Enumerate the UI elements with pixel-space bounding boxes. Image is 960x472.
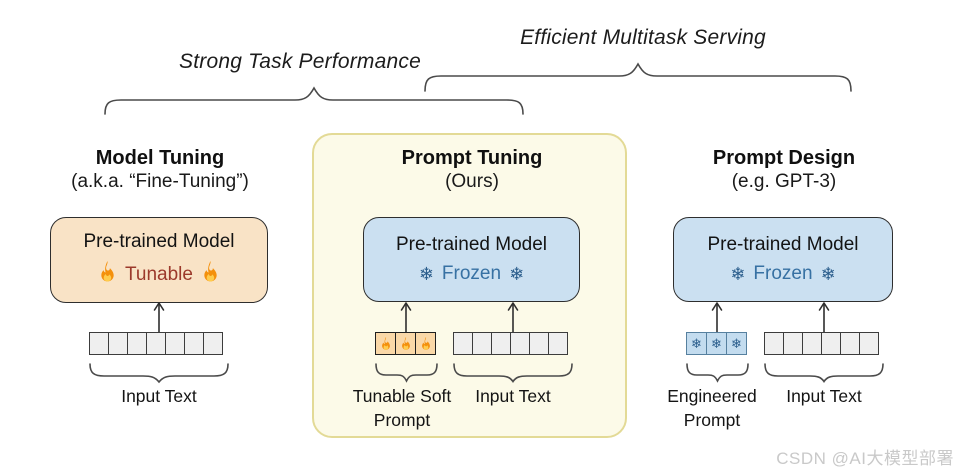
input-text-label-right: Input Text <box>786 386 862 406</box>
prompt-design-subtitle: (e.g. GPT-3) <box>731 171 837 192</box>
tunable-soft-prompt-cells <box>375 332 436 355</box>
tunable-label: Tunable <box>125 263 193 285</box>
arrow-input-to-model-left <box>153 302 165 334</box>
input-text-brace-right <box>764 363 884 383</box>
engineered-prompt-cell: ❄ <box>706 332 727 355</box>
tunable-soft-prompt-label-line1: Tunable Soft <box>352 386 452 406</box>
input-token-cell <box>859 332 879 355</box>
flame-icon <box>381 336 390 350</box>
frozen-label: Frozen <box>441 263 502 284</box>
soft-prompt-brace <box>375 363 438 383</box>
engineered-prompt-brace <box>686 363 749 383</box>
snowflake-icon: ❄ <box>730 263 746 284</box>
input-token-row-middle <box>453 332 568 355</box>
efficient-serving-brace <box>424 62 852 92</box>
pretrained-model-label: Pre-trained Model <box>707 234 859 255</box>
input-token-cell <box>510 332 530 355</box>
flame-icon <box>98 260 117 289</box>
input-token-cell <box>821 332 841 355</box>
prompt-design-title: Prompt Design <box>712 147 856 169</box>
input-token-cell <box>146 332 166 355</box>
input-token-cell <box>165 332 185 355</box>
prompt-tuning-title: Prompt Tuning <box>401 147 543 169</box>
pretrained-model-label: Pre-trained Model <box>83 231 235 252</box>
soft-prompt-cell <box>375 332 396 355</box>
tunable-soft-prompt-label-line2: Prompt <box>373 409 431 430</box>
flame-icon <box>421 336 430 350</box>
input-token-cell <box>472 332 492 355</box>
input-token-cell <box>203 332 223 355</box>
soft-prompt-cell <box>415 332 436 355</box>
input-token-cell <box>89 332 109 355</box>
input-token-cell <box>453 332 473 355</box>
frozen-row: ❄ Frozen ❄ <box>730 263 835 285</box>
prompt-tuning-header: Prompt Tuning (Ours) <box>347 146 597 194</box>
flame-icon <box>401 336 410 350</box>
model-tuning-subtitle: (a.k.a. “Fine-Tuning”) <box>71 171 249 192</box>
arrow-engineered-to-model <box>711 302 723 334</box>
engineered-prompt-label-line2: Prompt <box>683 409 741 430</box>
input-text-label-left: Input Text <box>121 386 197 406</box>
snowflake-icon: ❄ <box>509 263 525 284</box>
prompt-tuning-subtitle: (Ours) <box>445 171 499 192</box>
input-text-brace-left <box>89 363 229 384</box>
frozen-row: ❄ Frozen ❄ <box>419 263 524 285</box>
frozen-label: Frozen <box>753 263 813 284</box>
engineered-prompt-cell: ❄ <box>686 332 707 355</box>
strong-task-performance-label: Strong Task Performance <box>179 50 421 73</box>
snowflake-icon: ❄ <box>418 263 434 284</box>
snowflake-icon: ❄ <box>711 336 722 351</box>
model-tuning-pretrained-box: Pre-trained Model Tunable <box>50 217 268 303</box>
snowflake-icon: ❄ <box>731 336 742 351</box>
prompt-design-header: Prompt Design (e.g. GPT-3) <box>659 146 909 194</box>
input-token-cell <box>802 332 822 355</box>
input-token-cell <box>783 332 803 355</box>
engineered-prompt-cells: ❄ ❄ ❄ <box>686 332 747 355</box>
input-token-cell <box>548 332 568 355</box>
input-token-cell <box>127 332 147 355</box>
tunable-soft-prompt-label: Tunable Soft Prompt <box>322 385 482 432</box>
input-token-cell <box>491 332 511 355</box>
model-tuning-header: Model Tuning (a.k.a. “Fine-Tuning”) <box>35 146 285 194</box>
prompt-tuning-pretrained-box: Pre-trained Model ❄ Frozen ❄ <box>363 217 580 302</box>
arrow-softprompt-to-model <box>400 302 412 334</box>
engineered-prompt-label: Engineered Prompt <box>632 385 792 432</box>
efficient-multitask-serving-label: Efficient Multitask Serving <box>520 26 766 49</box>
input-text-label-middle: Input Text <box>475 386 551 406</box>
input-token-cell <box>184 332 204 355</box>
pretrained-model-label: Pre-trained Model <box>395 234 548 255</box>
input-token-cell <box>840 332 860 355</box>
prompt-design-pretrained-box: Pre-trained Model ❄ Frozen ❄ <box>673 217 893 302</box>
engineered-prompt-label-line1: Engineered <box>667 386 757 406</box>
flame-icon <box>201 260 220 289</box>
watermark: CSDN @AI大模型部署 <box>776 449 954 468</box>
tunable-row: Tunable <box>98 260 220 289</box>
snowflake-icon: ❄ <box>691 336 702 351</box>
strong-task-brace <box>104 86 524 115</box>
input-token-row-right <box>764 332 879 355</box>
soft-prompt-cell <box>395 332 416 355</box>
input-token-row-left <box>89 332 223 355</box>
engineered-prompt-cell: ❄ <box>726 332 747 355</box>
model-tuning-title: Model Tuning <box>95 147 225 169</box>
arrow-input-to-model-right <box>818 302 830 334</box>
input-token-cell <box>764 332 784 355</box>
snowflake-icon: ❄ <box>820 263 836 284</box>
input-token-cell <box>529 332 549 355</box>
arrow-input-to-model-middle <box>507 302 519 334</box>
input-text-brace-middle <box>453 363 573 383</box>
input-token-cell <box>108 332 128 355</box>
